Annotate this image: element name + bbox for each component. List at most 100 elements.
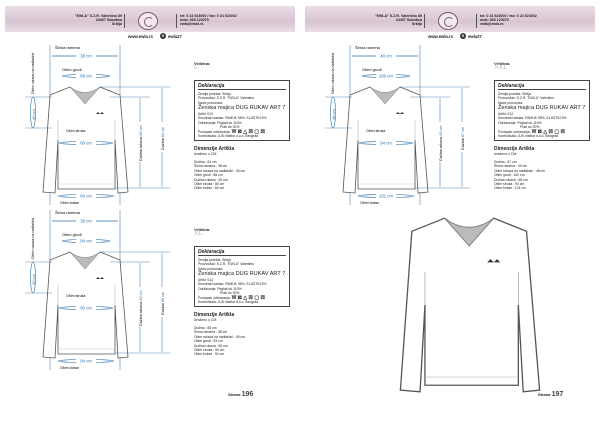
skype-name: ewla27 <box>468 33 482 39</box>
care-symbols-label: Postupak održavanja: <box>198 129 231 134</box>
hips-value: 84 cm <box>80 194 92 199</box>
dimension-item: Obim grudi : 88 cm <box>194 173 223 178</box>
dimension-item: Dužina : 64 cm <box>194 159 217 164</box>
svg-text:Dužina 64 cm: Dužina 64 cm <box>161 127 165 150</box>
size-diagram-1: Širina ramena 38 cm Obim grudi 94 cm Obi… <box>25 210 170 370</box>
dimensions-title: Dimenzije Artikla <box>194 312 235 319</box>
dimension-item: Dužina rukava : 60 cm <box>194 177 228 182</box>
shoulder-width-value: 40 cm <box>380 54 392 59</box>
shoulder-width-label: Širina ramena <box>55 210 81 215</box>
care-symbols-row: Postupak održavanja: W ⊠ △ ☒ ▢ ☒ <box>198 294 286 301</box>
svg-text:Dužina 67 cm: Dužina 67 cm <box>461 127 465 150</box>
origin: Zemlja porekla: Srbija <box>198 91 231 96</box>
hips-value: 94 cm <box>80 359 92 364</box>
size-label: Veličina: <box>494 61 511 66</box>
origin: Zemlja porekla: Srbija <box>198 257 231 262</box>
size-label: Veličina: <box>194 61 211 66</box>
page-number: Strana 196 <box>228 391 253 398</box>
material: Sirovinski sastav: PAMUK 95%, ELASTIN 5% <box>498 116 567 121</box>
sweater-logo <box>396 112 404 114</box>
skype-icon: S <box>460 33 466 39</box>
dimension-item: Obim bokse : 84 cm <box>194 186 225 191</box>
dimension-item: Obim struka : 80 cm <box>194 181 225 186</box>
page-label: Strana <box>228 392 241 397</box>
sleeve-length-label: Dužina rukava <box>139 136 143 161</box>
mobile: mob: 063 123070 <box>480 18 509 23</box>
page-number-value: 197 <box>551 391 564 398</box>
ewla-logo <box>138 12 158 30</box>
waist-label: Obim struka <box>66 294 85 298</box>
article: Artikl: 012 <box>198 278 214 283</box>
mobile: mob: 063 123070 <box>180 18 209 23</box>
website-link[interactable]: www.ewla.rs <box>428 34 453 39</box>
dimension-item: Obim struka : 94 cm <box>494 181 525 186</box>
divider <box>124 14 125 28</box>
maker: Proizvođač: S.Z.R. "EWLA" Valentino <box>498 96 555 101</box>
care-symbols-icon: W ⊠ △ ☒ ▢ ☒ <box>231 294 265 301</box>
dimension-item: Obim grudi : 94 cm <box>194 339 223 344</box>
product-name-label: Naziv proizvoda: <box>198 266 224 271</box>
length-value: 65 cm <box>161 292 165 302</box>
care-washing: Prati do 30% <box>520 125 540 130</box>
length-label: Dužina <box>461 137 465 150</box>
size-value: XL <box>194 230 203 238</box>
product-info-1: Veličina: XL Deklaracija Zemlja porekla:… <box>194 227 290 357</box>
care-symbols-icon: W ⊠ △ ☒ ▢ ☒ <box>531 128 565 135</box>
svg-text:Dužina rukava 60 cm: Dužina rukava 60 cm <box>139 290 143 326</box>
care-symbols-row: Postupak održavanja: W ⊠ △ ☒ ▢ ☒ <box>198 128 286 135</box>
skype-icon: S <box>160 33 166 39</box>
waist-value: 80 cm <box>80 141 92 146</box>
product-name: Ženska majica DUG RUKAV ART 7 <box>198 271 286 278</box>
control: Kontrolisala: JUS Institut d.o.o. Beogra… <box>198 134 259 139</box>
sweater-logo <box>96 112 104 114</box>
sleeve-length-label: Dužina rukava <box>139 301 143 326</box>
size-label: Veličina: <box>194 227 211 232</box>
care-symbols-label: Postupak održavanja: <box>198 295 231 300</box>
shoulder-width-value: 38 cm <box>80 54 92 59</box>
company-name: "EWLA" S.Z.R. Valentino 89 <box>74 14 122 18</box>
sweater-logo <box>96 277 104 279</box>
material: Sirovinski sastav: PAMUK 95%, ELASTIN 5% <box>198 116 267 121</box>
length-label: Dužina <box>161 137 165 150</box>
care-symbols-label: Postupak održavanja: <box>498 129 531 134</box>
website-link[interactable]: www.ewla.rs <box>128 34 153 39</box>
length-value: 64 cm <box>161 127 165 137</box>
dimensions-unit: Izraženo u CM: <box>194 318 217 323</box>
care-ironing: Održavanje: Peglati do 110% <box>198 286 242 291</box>
page-label: Strana <box>538 392 551 397</box>
care-symbols-icon: W ⊠ △ ☒ ▢ ☒ <box>231 128 265 135</box>
sleeve-length-value: 65 cm <box>439 125 443 135</box>
phone-fax: tel: 0 24 523000 / fax: 0 24 523002 <box>180 14 237 18</box>
product-name-label: Naziv proizvoda: <box>498 100 524 105</box>
length-value: 67 cm <box>461 127 465 137</box>
company-city: 24407 Subotica <box>95 18 122 23</box>
control: Kontrolisala: JUS Institut d.o.o. Beogra… <box>198 300 259 305</box>
sleeve-circ-label: Obim rukava na nadlaktici <box>31 52 35 94</box>
declaration-box: Deklaracija Zemlja porekla: Srbija Proiz… <box>194 245 290 308</box>
waist-value: 90 cm <box>80 306 92 311</box>
sweater-collar <box>444 217 495 247</box>
hips-label: Obim bokse <box>60 366 79 370</box>
svg-text:Dužina 65 cm: Dužina 65 cm <box>161 292 165 315</box>
shoulder-width-label: Širina ramena <box>355 45 381 50</box>
dimension-item: Obim grudi : 100 cm <box>494 173 525 178</box>
chest-value: 100 cm <box>379 74 393 79</box>
ewla-logo <box>438 12 458 30</box>
sleeve-length-value: 60 cm <box>139 290 143 300</box>
material: Sirovinski sastav: PAMUK 95%, ELASTIN 5% <box>198 282 267 287</box>
declaration-title: Deklaracija <box>498 83 586 90</box>
care-ironing: Održavanje: Peglati do 110% <box>198 120 242 125</box>
care-ironing: Održavanje: Peglati do 110% <box>498 120 542 125</box>
product-name: Ženska majica DUG RUKAV ART 7 <box>498 105 586 112</box>
care-washing: Prati do 30% <box>220 291 240 296</box>
chest-value: 94 cm <box>80 239 92 244</box>
sleeve-circ-value: 40 cm <box>31 108 36 120</box>
size-diagram-2: Širina ramena 40 cm Obim grudi 100 cm Ob… <box>325 45 470 205</box>
dimension-item: Dužina rukava : 60 cm <box>194 343 228 348</box>
phone-fax: tel: 0 24 523000 / fax: 0 24 523002 <box>480 14 537 18</box>
sleeve-circ-label: Obim rukava na nadlaktici <box>331 52 335 94</box>
